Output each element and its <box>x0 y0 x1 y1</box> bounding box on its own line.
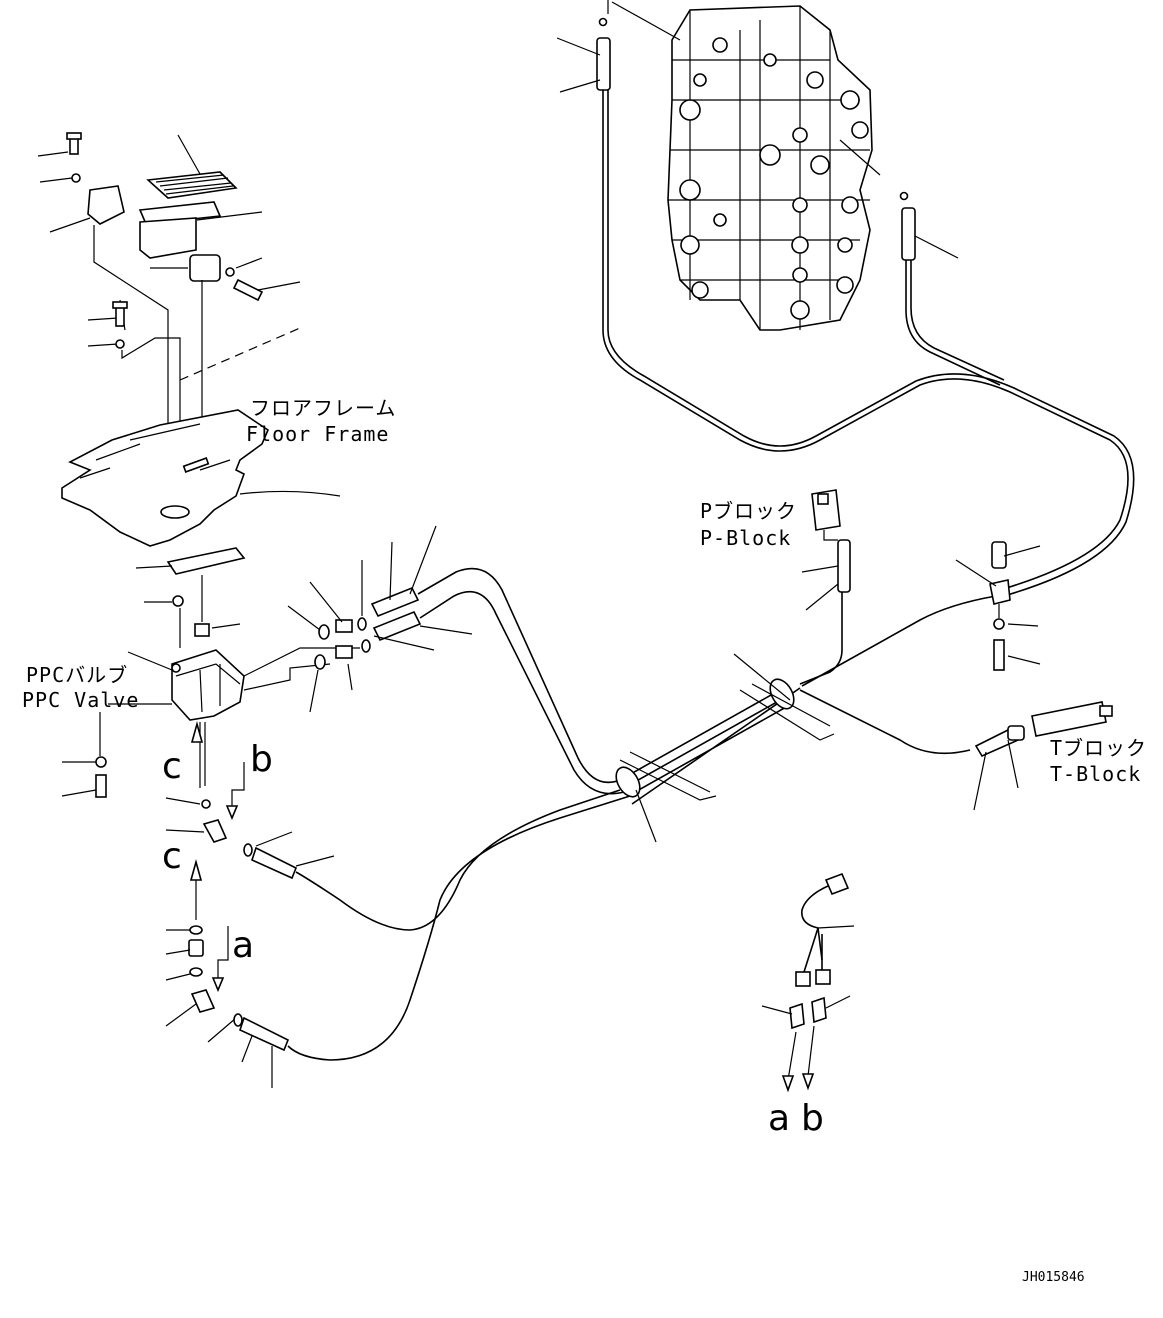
pedal-centreline-left <box>93 225 169 460</box>
c-arrow-head-lower <box>189 859 203 881</box>
valve-right-line <box>905 260 1001 386</box>
b-arrow-shaft <box>231 762 245 808</box>
hose-b-leaders <box>255 831 335 867</box>
p-block-label-en: P-Block <box>700 526 791 550</box>
washer-3 <box>95 756 107 768</box>
plug <box>188 939 204 957</box>
elbow-b <box>202 819 228 843</box>
adapter-2 <box>335 645 353 659</box>
oring-3 <box>357 617 367 631</box>
valve-right-leader-top <box>839 139 881 176</box>
oring-5 <box>243 843 253 857</box>
hose-end-b <box>251 846 298 880</box>
washer-1 <box>115 339 125 349</box>
oring-2 <box>314 654 326 670</box>
oring-8 <box>233 1013 243 1027</box>
hose-end-1 <box>370 586 420 618</box>
c-arrow-head-upper <box>190 721 204 743</box>
sensor-harness <box>761 872 855 1093</box>
letter-a-lower: a <box>232 925 254 966</box>
valve-left-pilot-line <box>602 90 1129 591</box>
ppc-valve <box>127 649 245 721</box>
ppc-valve-label-en: PPC Valve <box>22 688 139 712</box>
hose-end-a <box>239 1016 290 1052</box>
line-to-t-block <box>799 689 971 755</box>
t-block-label-en: T-Block <box>1050 762 1141 786</box>
valve-left-hose-fitting <box>596 37 611 91</box>
valve-left-leaders <box>556 37 601 93</box>
control-valve <box>667 5 873 331</box>
port-leaders <box>287 525 473 713</box>
floor-gasket <box>166 547 246 575</box>
nut-centrelines <box>179 575 203 648</box>
elbow-a <box>190 989 216 1013</box>
tee-fitting <box>955 541 1041 671</box>
washer-2 <box>172 595 184 607</box>
oring-6 <box>189 925 203 935</box>
c-arrow-shaft <box>199 722 206 788</box>
adapter-1 <box>335 619 353 633</box>
oring-7 <box>189 967 203 977</box>
valve-right-leader <box>914 235 959 259</box>
p-block <box>801 489 851 611</box>
line-to-p-block <box>799 590 843 685</box>
letter-c-lower: c <box>162 836 182 877</box>
letter-c-upper: c <box>162 746 182 787</box>
oring-c <box>201 799 211 809</box>
hose-ppc-2 <box>419 591 625 795</box>
letter-b-upper: b <box>250 739 273 780</box>
valve-top-fitting-oring <box>598 17 608 27</box>
bolt-centreline <box>121 337 181 470</box>
oring-4 <box>361 639 371 653</box>
ppc-valve-label-jp: PPCバルブ <box>26 663 128 687</box>
valve-right-hose-fitting <box>901 207 916 261</box>
floor-frame <box>61 327 341 547</box>
gasket-leaders <box>135 565 241 629</box>
document-id: JH015846 <box>1022 1270 1085 1285</box>
bolt-1 <box>115 305 125 327</box>
a-arrow-head <box>211 977 225 993</box>
bolt-2 <box>95 774 107 798</box>
letter-b-bottom: b <box>801 1098 824 1139</box>
hose-end-2 <box>372 610 422 642</box>
valve-right-line-2 <box>910 260 1005 381</box>
t-block <box>973 701 1113 811</box>
valve-left-pilot-line-2 <box>607 90 1135 597</box>
bolt-2-leaders <box>61 761 97 797</box>
nut-1 <box>194 623 210 637</box>
p-block-label-jp: Pブロック <box>700 499 797 523</box>
hose-ppc-1 <box>417 567 621 784</box>
c-leaders <box>165 797 205 833</box>
a-leaders <box>165 929 273 1088</box>
ppc-valve-leader <box>99 703 172 756</box>
b-arrow-head-upper <box>225 805 239 821</box>
hose-b <box>295 789 621 931</box>
floor-frame-label-jp: フロアフレーム <box>250 396 396 420</box>
valve-top-leader <box>607 0 681 41</box>
hose-clamp-run <box>615 653 835 843</box>
pedal-assembly <box>37 132 301 302</box>
a-arrow-shaft <box>217 926 229 980</box>
oring-1 <box>318 624 330 640</box>
t-block-label-jp: Tブロック <box>1050 736 1147 760</box>
valve-right-fitting-oring <box>899 191 909 201</box>
hose-a <box>287 795 631 1061</box>
floor-frame-label-en: Floor Frame <box>246 422 389 446</box>
letter-a-bottom: a <box>768 1098 790 1139</box>
bolt-1-head <box>112 301 128 309</box>
line-to-tee <box>801 595 997 687</box>
